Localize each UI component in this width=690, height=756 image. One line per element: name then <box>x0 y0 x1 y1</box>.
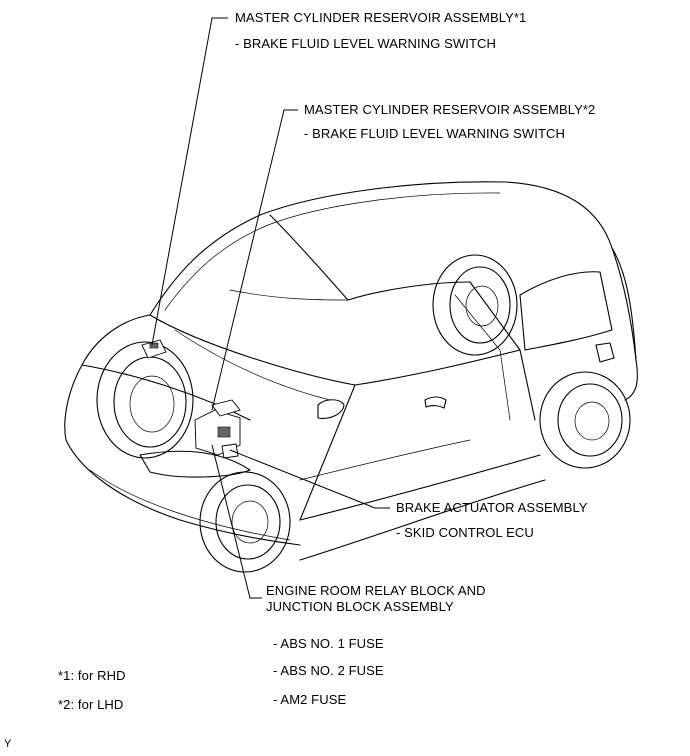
front-left-wheel <box>96 341 194 459</box>
reservoir-lhd-title: MASTER CYLINDER RESERVOIR ASSEMBLY*2 <box>304 102 596 117</box>
car-body <box>64 181 638 561</box>
reservoir-rhd-item: - BRAKE FLUID LEVEL WARNING SWITCH <box>235 36 497 51</box>
relay-block-item-am2: - AM2 FUSE <box>273 692 347 707</box>
actuator-relay-cluster <box>194 399 241 459</box>
leader-lines <box>151 17 390 599</box>
actuator-item: - SKID CONTROL ECU <box>396 525 534 540</box>
relay-block-title-line1: ENGINE ROOM RELAY BLOCK AND <box>266 583 486 598</box>
footnote-lhd: *2: for LHD <box>58 697 124 712</box>
reservoir-rhd-part <box>141 339 167 359</box>
actuator-title: BRAKE ACTUATOR ASSEMBLY <box>396 500 588 515</box>
reservoir-lhd-item: - BRAKE FLUID LEVEL WARNING SWITCH <box>304 126 566 141</box>
rear-left-wheel <box>432 254 518 356</box>
front-right-wheel <box>199 471 291 573</box>
relay-block-title-line2: JUNCTION BLOCK ASSEMBLY <box>266 599 454 614</box>
reservoir-rhd-title: MASTER CYLINDER RESERVOIR ASSEMBLY*1 <box>235 10 527 25</box>
rear-right-wheel <box>539 371 631 469</box>
relay-block-item-abs1: - ABS NO. 1 FUSE <box>273 636 384 651</box>
corner-mark: Y <box>4 738 12 750</box>
footnote-rhd: *1: for RHD <box>58 668 126 683</box>
relay-block-item-abs2: - ABS NO. 2 FUSE <box>273 663 384 678</box>
